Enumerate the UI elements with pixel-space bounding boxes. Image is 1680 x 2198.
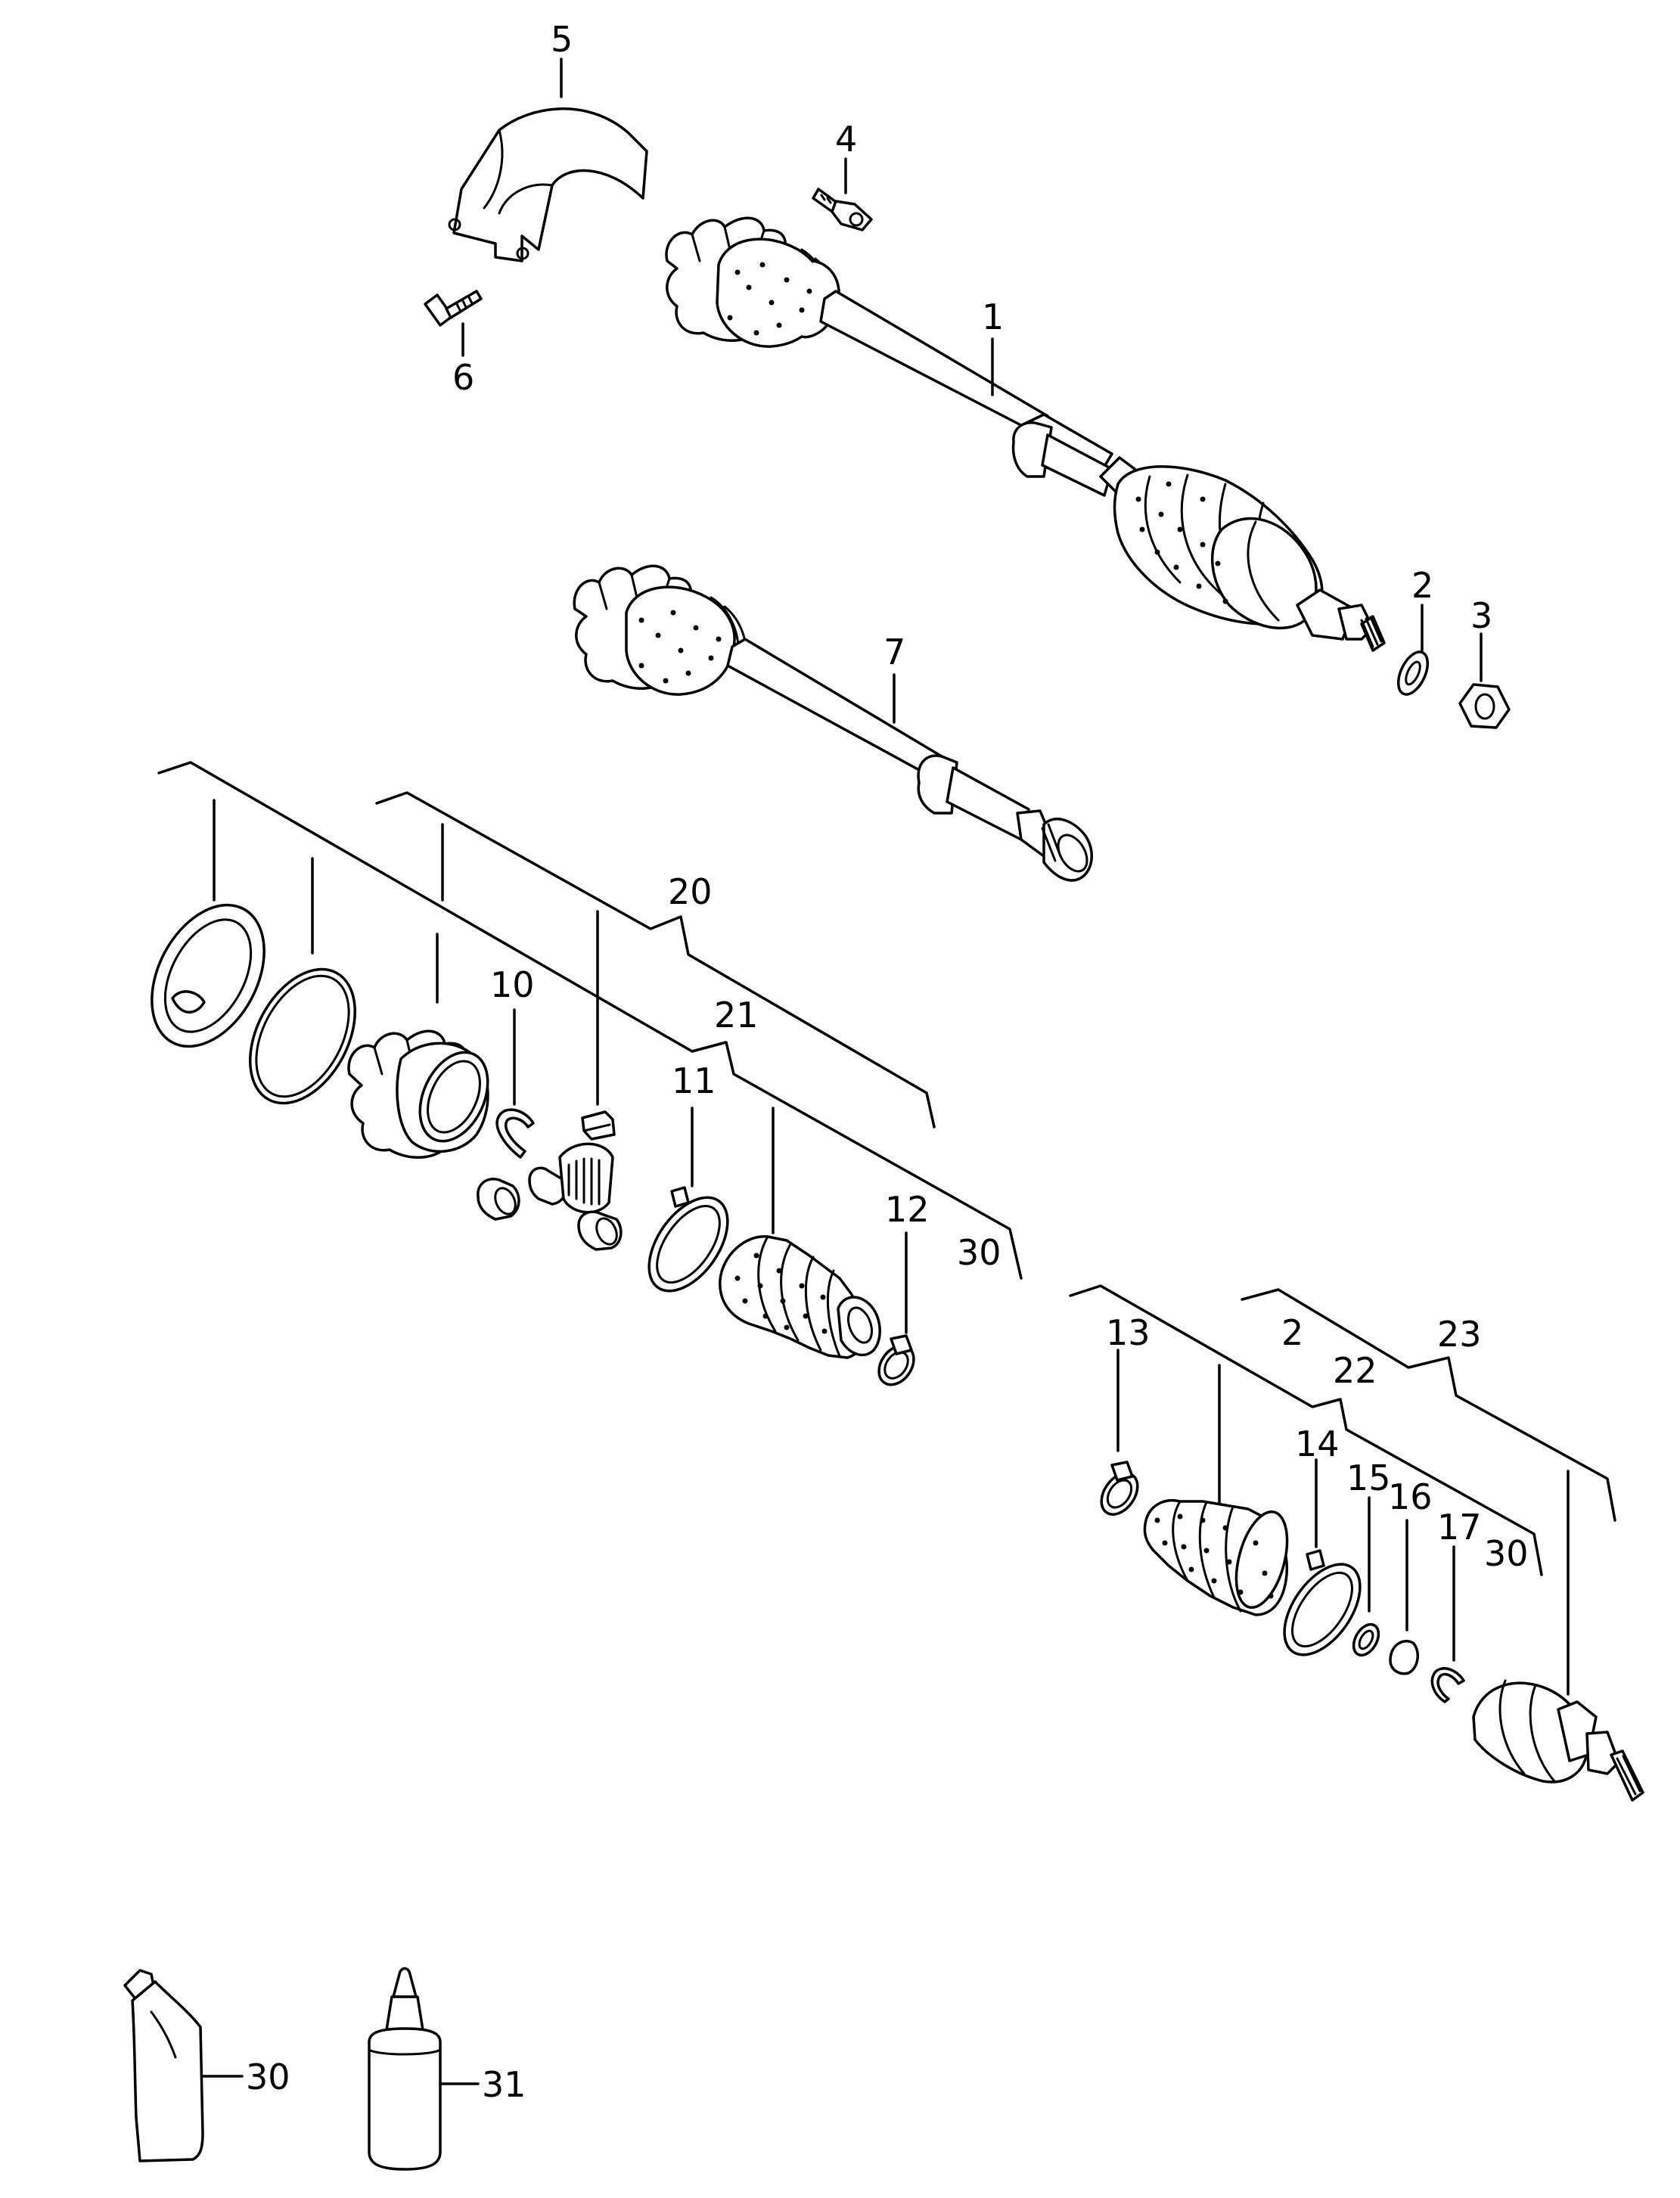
label-1: 1	[982, 296, 1004, 337]
label-16: 16	[1388, 1476, 1433, 1517]
washer-hole	[1358, 1629, 1374, 1650]
label-11: 11	[672, 1060, 716, 1101]
nut-icon	[1458, 683, 1511, 729]
outer-cv-joint-icon	[1472, 1679, 1644, 1802]
drive-shaft-icon	[665, 216, 1386, 652]
label-22: 22	[1333, 1350, 1377, 1391]
circlip-icon	[495, 1108, 535, 1159]
label-13: 13	[1106, 1312, 1151, 1353]
heat-shield-icon	[448, 107, 648, 262]
washer-hole	[1405, 660, 1421, 686]
label-30-tube: 30	[246, 2057, 290, 2097]
label-6: 6	[452, 357, 474, 398]
label-3: 3	[1470, 595, 1492, 636]
dished-washer-icon	[1389, 1640, 1419, 1675]
label-12: 12	[885, 1189, 930, 1230]
bolt-icon	[424, 290, 483, 327]
label-2-lower: 2	[1281, 1312, 1303, 1353]
kit-bracket-lines	[1069, 1284, 1616, 1696]
boot-dots	[1154, 1513, 1274, 1599]
label-31: 31	[482, 2064, 526, 2105]
cv-boot-icon	[719, 1235, 881, 1359]
label-17: 17	[1437, 1507, 1482, 1548]
bushing-icon	[477, 1178, 520, 1221]
label-15: 15	[1346, 1458, 1391, 1498]
bolt-icon	[812, 188, 873, 231]
washer-icon	[1352, 1622, 1380, 1657]
clamp-ring-icon	[151, 903, 266, 1048]
clamp-ring-icon	[1283, 1549, 1362, 1656]
label-21: 21	[714, 995, 759, 1035]
bottle-icon	[368, 1967, 442, 2171]
label-10: 10	[490, 964, 535, 1005]
label-30-upper: 30	[957, 1232, 1001, 1273]
bearing-cage-icon	[528, 1110, 616, 1214]
label-30-lower: 30	[1484, 1533, 1529, 1574]
kit-bracket-lines	[157, 761, 1023, 1280]
clamp-ring-icon	[1100, 1461, 1139, 1516]
grease-tube-icon	[123, 1969, 204, 2162]
label-5: 5	[551, 19, 573, 60]
drive-shaft-icon	[573, 564, 1093, 882]
label-4: 4	[835, 119, 857, 160]
label-2-upper: 2	[1411, 565, 1433, 606]
circlip-icon	[1430, 1667, 1465, 1703]
label-7: 7	[883, 632, 905, 672]
washer-icon	[1396, 650, 1430, 696]
clamp-ring-icon	[647, 1186, 729, 1293]
boot-dots	[734, 1253, 828, 1334]
label-23: 23	[1437, 1314, 1482, 1355]
flange-joint-icon	[347, 1029, 489, 1159]
bushing-icon	[577, 1210, 623, 1251]
label-20: 20	[668, 871, 713, 912]
clamp-ring-icon	[877, 1334, 915, 1386]
boot-dots	[638, 610, 722, 684]
cv-boot-icon	[1143, 1499, 1289, 1616]
boot-dots	[727, 262, 1228, 604]
label-14: 14	[1295, 1423, 1340, 1464]
seal-ring-icon	[248, 967, 357, 1105]
